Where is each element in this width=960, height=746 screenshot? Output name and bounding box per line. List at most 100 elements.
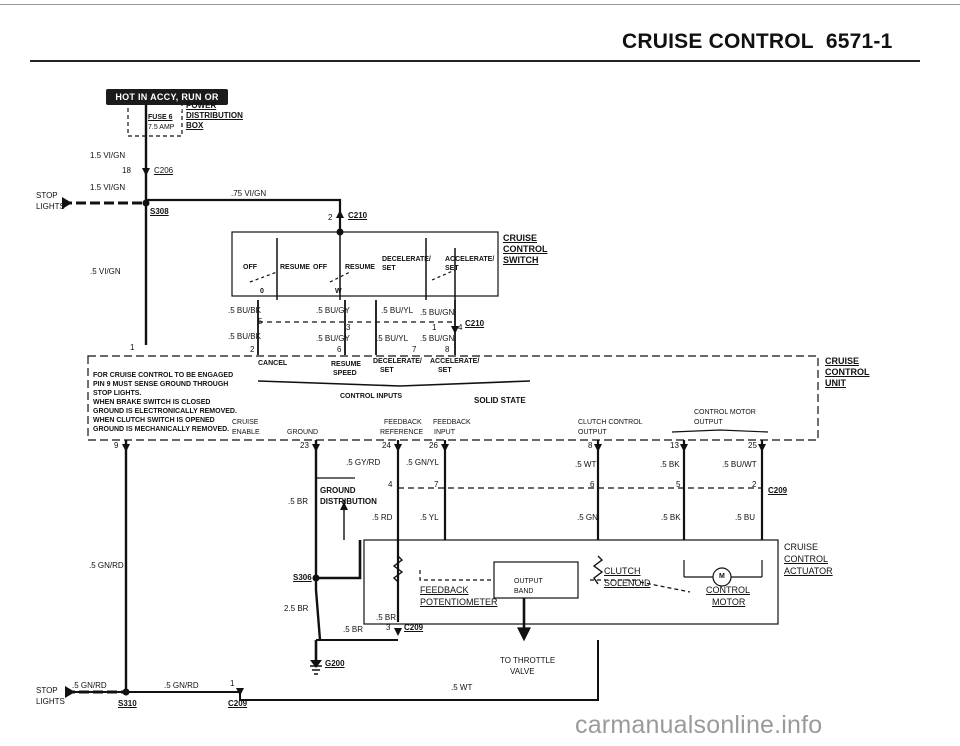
switch-marker: 0	[260, 288, 264, 295]
wire-label: .5 YL	[420, 513, 439, 522]
wire-label: .5 GN/RD	[72, 681, 107, 690]
wire-label: 2.5 BR	[284, 604, 309, 613]
unit-note: FOR CRUISE CONTROL TO BE ENGAGED	[93, 372, 234, 379]
wire-label: .5 GN/YL	[406, 458, 439, 467]
wire-label: .5 GN/RD	[89, 561, 124, 570]
wire-label: .5 BR	[288, 497, 309, 506]
cruise-unit-box	[87, 355, 819, 441]
switch-title: CRUISE	[503, 233, 538, 243]
stop-lights-label: STOP	[36, 686, 58, 695]
switch-position: ACCELERATE/	[445, 256, 495, 263]
power-box-line2: DISTRIBUTION	[186, 111, 243, 120]
ground-dist-label: GROUND	[320, 486, 356, 495]
switch-pin: 5	[258, 317, 263, 326]
header-rule	[30, 60, 920, 62]
unit-pin: 23	[300, 441, 309, 450]
wire-label: .5 BR	[376, 613, 397, 622]
actuator-pin: 6	[590, 480, 595, 489]
fuse-box	[127, 99, 183, 137]
ground-dist-label: DISTRIBUTION	[320, 497, 377, 506]
connector-pin: 3	[386, 623, 391, 632]
connector-c206: C206	[154, 166, 174, 175]
unit-title: UNIT	[825, 378, 846, 388]
switch-pin: 6	[337, 345, 342, 354]
switch-pin: 1	[130, 343, 135, 352]
connector-c209: C209	[228, 699, 248, 708]
unit-input-label: RESUME	[331, 361, 361, 368]
wire-label: .5 VI/GN	[90, 267, 121, 276]
wire-label: .5 WT	[575, 460, 597, 469]
actuator-title: ACTUATOR	[784, 566, 833, 576]
unit-input-label: SET	[438, 367, 452, 374]
throttle-label: TO THROTTLE	[500, 656, 556, 665]
splice-s308: S308	[150, 207, 169, 216]
unit-bottom-label: CONTROL MOTOR	[694, 409, 756, 416]
power-box-line1: POWER	[186, 101, 217, 110]
power-box-line3: BOX	[186, 121, 204, 130]
switch-position: DECELERATE/	[382, 256, 431, 263]
switch-position: OFF	[313, 264, 327, 271]
actuator-box	[363, 539, 779, 625]
wire-label: .5 BU/GY	[316, 334, 350, 343]
stop-lights-label: LIGHTS	[36, 697, 65, 706]
switch-pin: 2	[250, 345, 255, 354]
clutch-solenoid-label: CLUTCH	[604, 566, 641, 576]
connector-pin: 1	[230, 679, 235, 688]
switch-box	[231, 231, 499, 297]
feed-wire-to-switch	[146, 198, 342, 230]
wire-label: .5 WT	[451, 683, 473, 692]
unit-pin: 25	[748, 441, 757, 450]
wire-label: .5 BU/GN	[420, 308, 455, 317]
switch-pin: 7	[412, 345, 417, 354]
connector-pin: 2	[328, 213, 333, 222]
wire-label: .5 BU/GY	[316, 306, 350, 315]
top-rule	[0, 4, 960, 5]
unit-input-label: DECELERATE/	[373, 358, 422, 365]
splice-s306: S306	[293, 573, 312, 582]
stop-lights-label: LIGHTS	[36, 202, 65, 211]
wire-label: .5 BK	[661, 513, 681, 522]
wire-label: .5 GN/RD	[164, 681, 199, 690]
page-title-text: CRUISE CONTROL	[622, 30, 814, 53]
actuator-pin: 7	[434, 480, 439, 489]
unit-input-label: SPEED	[333, 370, 357, 377]
connector-c209: C209	[768, 486, 788, 495]
wire-label: .5 GN	[577, 513, 598, 522]
switch-pin: 8	[445, 345, 450, 354]
control-motor-label: CONTROL	[706, 585, 751, 595]
motor-symbol: M	[719, 573, 725, 580]
wire-label: .5 BU/WT	[722, 460, 757, 469]
switch-title: SWITCH	[503, 255, 539, 265]
switch-title: CONTROL	[503, 244, 548, 254]
wire-label: .5 BU/YL	[376, 334, 409, 343]
wire-label: 1.5 VI/GN	[90, 151, 126, 160]
unit-input-label: SET	[380, 367, 394, 374]
output-band-label: OUTPUT	[514, 578, 543, 585]
stop-lights-wire-bottom	[65, 640, 599, 701]
unit-bottom-label: FEEDBACK	[433, 419, 471, 426]
connector-c210: C210	[465, 319, 485, 328]
stop-lights-label: STOP	[36, 191, 58, 200]
unit-input-label: CANCEL	[258, 360, 288, 367]
switch-position: RESUME	[345, 264, 375, 271]
unit-note: WHEN CLUTCH SWITCH IS OPENED	[93, 417, 215, 424]
wire-label: .5 BU/BK	[228, 306, 261, 315]
wire-label: .5 GY/RD	[346, 458, 381, 467]
switch-pin: 3	[346, 323, 351, 332]
wire-label: .5 BR	[343, 625, 364, 634]
actuator-pin: 4	[388, 480, 393, 489]
connector-c210: C210	[348, 211, 368, 220]
unit-bottom-label: FEEDBACK	[384, 419, 422, 426]
output-band-label: BAND	[514, 588, 534, 595]
actuator-pin: 5	[676, 480, 681, 489]
unit-bottom-label: ENABLE	[232, 429, 260, 436]
connector-c209: C209	[404, 623, 424, 632]
switch-position: SET	[382, 265, 396, 272]
throttle-label: VALVE	[510, 667, 535, 676]
unit-bottom-label: GROUND	[287, 429, 319, 436]
switch-position: SET	[445, 265, 459, 272]
wire-label: .5 BU/BK	[228, 332, 261, 341]
switch-position: OFF	[243, 264, 257, 271]
unit-pin: 24	[382, 441, 391, 450]
